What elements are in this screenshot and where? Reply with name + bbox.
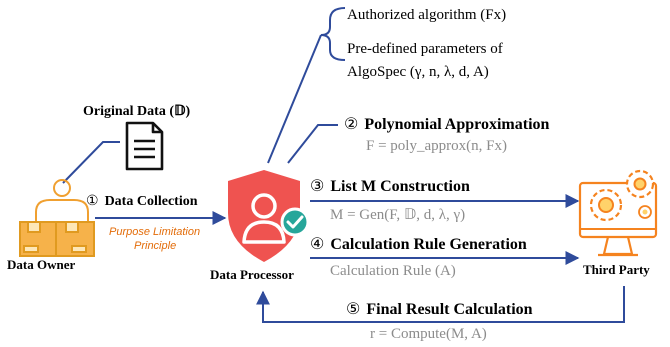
data-owner-label: Data Owner — [7, 257, 76, 272]
third-party-label: Third Party — [583, 262, 650, 277]
step-4-label: ④ Calculation Rule Generation — [310, 237, 527, 253]
step-2-label: ② Polynomial Approximation — [344, 117, 549, 133]
step-3-title: List M Construction — [330, 178, 470, 195]
arrow-final-result — [256, 286, 625, 323]
step-1-title: Data Collection — [104, 194, 198, 209]
step-3-number: ③ — [310, 178, 325, 195]
step-4-formula: Calculation Rule (A) — [330, 263, 456, 279]
data-owner-icon — [19, 179, 95, 257]
data-processor-label: Data Processor — [210, 267, 294, 282]
step-1-label: ① Data Collection — [86, 195, 198, 209]
step-4-title: Calculation Rule Generation — [330, 236, 527, 253]
original-data-connector — [62, 141, 120, 184]
third-party-icon — [578, 169, 658, 257]
authorized-connector — [267, 34, 322, 164]
step-5-formula: r = Compute(M, A) — [370, 326, 487, 342]
step-5-label: ⑤ Final Result Calculation — [346, 302, 533, 318]
step-1-number: ① — [86, 194, 99, 209]
step-5-number: ⑤ — [346, 301, 361, 318]
step-3-label: ③ List M Construction — [310, 179, 470, 195]
step-4-number: ④ — [310, 236, 325, 253]
purpose-limitation-line2: Principle — [134, 240, 177, 252]
authorized-brace — [320, 7, 346, 61]
step-2-number: ② — [344, 116, 359, 133]
step-2-formula: F = poly_approx(n, Fx) — [366, 138, 507, 154]
authorized-algorithm-text: Authorized algorithm (Fx) — [347, 7, 507, 23]
predefined-params-line2: AlgoSpec (γ, n, λ, d, A) — [347, 64, 489, 80]
poly-connector — [287, 124, 338, 164]
document-icon — [125, 121, 164, 171]
step-5-title: Final Result Calculation — [366, 301, 533, 318]
original-data-label: Original Data (𝔻) — [83, 104, 191, 119]
step-2-title: Polynomial Approximation — [364, 116, 550, 133]
predefined-params-line1: Pre-defined parameters of — [347, 41, 503, 57]
data-processor-shield-icon — [228, 170, 310, 262]
step-3-formula: M = Gen(F, 𝔻, d, λ, γ) — [330, 207, 466, 223]
purpose-limitation-line1: Purpose Limitation — [109, 226, 201, 238]
